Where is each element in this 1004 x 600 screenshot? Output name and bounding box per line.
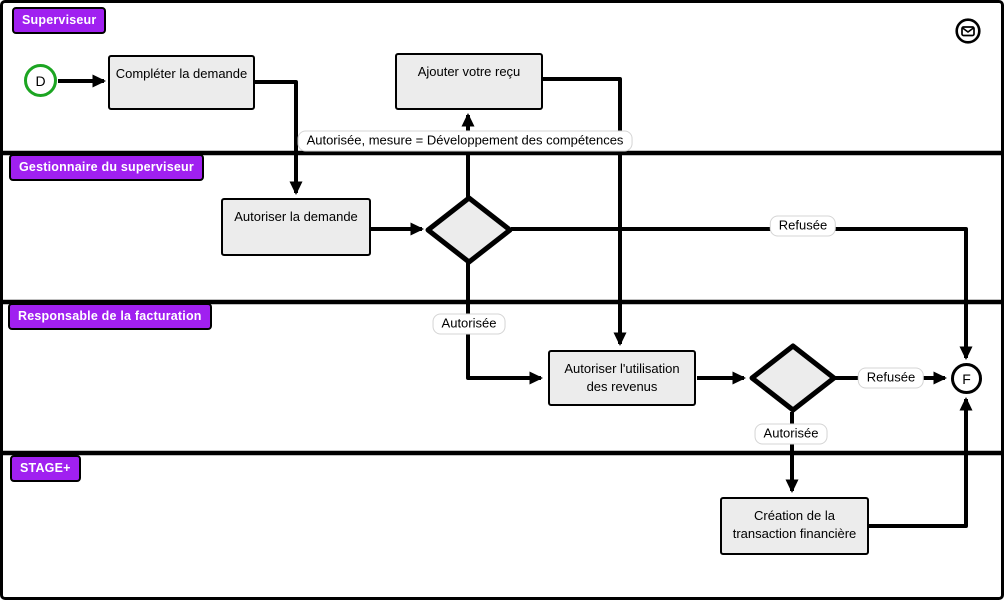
connector-layer bbox=[3, 74, 1001, 528]
edge-label-request-refused: Refusée bbox=[769, 215, 837, 237]
end-event: F bbox=[951, 363, 982, 394]
start-event: D bbox=[24, 64, 57, 97]
task-add-receipt: Ajouter votre reçu bbox=[395, 53, 543, 110]
gateway-revenue-decision bbox=[749, 343, 837, 413]
edge-label-revenue-refused: Refusée bbox=[857, 367, 925, 389]
task-create-financial-transaction: Création de la transaction financière bbox=[720, 497, 869, 555]
diamond-shape bbox=[425, 195, 513, 265]
lane-badge-stage-plus: STAGE+ bbox=[10, 455, 81, 482]
connector-complete-request-to-authorize-request bbox=[255, 80, 303, 195]
edge-label-request-authorized: Autorisée bbox=[432, 313, 506, 335]
connector-gateway1-authorized-to-authorize-revenue bbox=[466, 263, 543, 385]
connector-gateway1-refused-to-end bbox=[511, 227, 973, 360]
message-envelope-icon bbox=[955, 18, 981, 44]
task-complete-request: Compléter la demande bbox=[108, 55, 255, 110]
task-authorize-request: Autoriser la demande bbox=[221, 198, 371, 256]
connector-create-transaction-to-end bbox=[869, 397, 973, 528]
end-event-label: F bbox=[962, 370, 971, 387]
gateway-request-decision bbox=[425, 195, 513, 265]
task-authorize-revenue-use: Autoriser l'utilisation des revenus bbox=[548, 350, 696, 406]
lane-badge-responsable-facturation: Responsable de la facturation bbox=[8, 303, 212, 330]
edge-label-revenue-authorized: Autorisée bbox=[754, 423, 828, 445]
diamond-shape bbox=[749, 343, 837, 413]
lane-badge-gestionnaire-du-superviseur: Gestionnaire du superviseur bbox=[9, 154, 204, 181]
connector-add-receipt-to-authorize-revenue bbox=[543, 77, 627, 346]
lane-badge-superviseur: Superviseur bbox=[12, 7, 107, 34]
edge-label-authorized-measure: Autorisée, mesure = Développement des co… bbox=[297, 130, 633, 152]
start-event-label: D bbox=[35, 72, 46, 89]
